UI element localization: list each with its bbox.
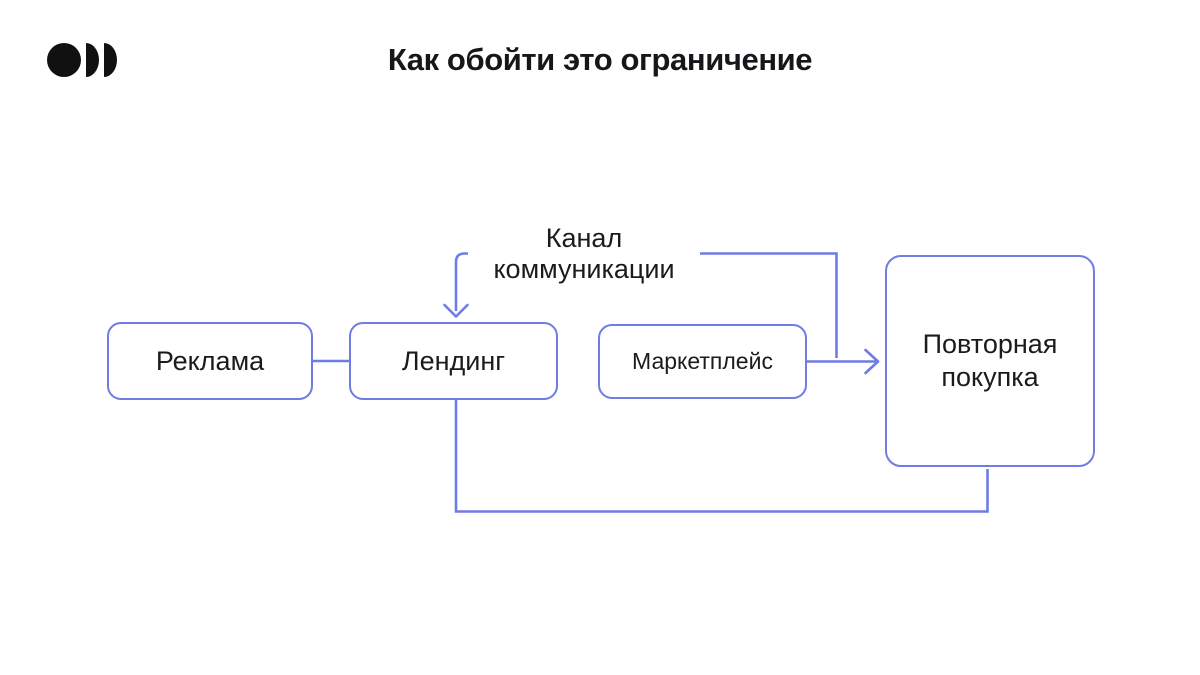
node-reklama: Реклама: [107, 322, 313, 400]
edge-kanal-path: [454, 252, 838, 358]
logo-halfdisc-icon: [104, 43, 117, 77]
node-label: Лендинг: [401, 345, 506, 376]
node-label: Повторная покупка: [922, 329, 1058, 392]
node-landing: Лендинг: [349, 322, 558, 400]
brand-logo: [47, 43, 117, 77]
node-marketplace: Маркетплейс: [598, 324, 807, 399]
arrowhead-right-icon: [864, 348, 880, 375]
edge-label-line: коммуникации: [493, 254, 675, 284]
edge-label-line: Канал: [545, 223, 623, 253]
edge-label-communication-channel: Канал коммуникации: [468, 221, 700, 289]
logo-circle-icon: [47, 43, 81, 77]
edge-landing-repeat-loop: [454, 400, 989, 513]
node-repeat-purchase: Повторная покупка: [885, 255, 1095, 467]
logo-halfdisc-icon: [86, 43, 99, 77]
arrowhead-down-icon: [443, 303, 469, 318]
node-label: Маркетплейс: [632, 348, 773, 374]
slide-title: Как обойти это ограничение: [387, 42, 813, 77]
node-label: Реклама: [155, 345, 265, 376]
